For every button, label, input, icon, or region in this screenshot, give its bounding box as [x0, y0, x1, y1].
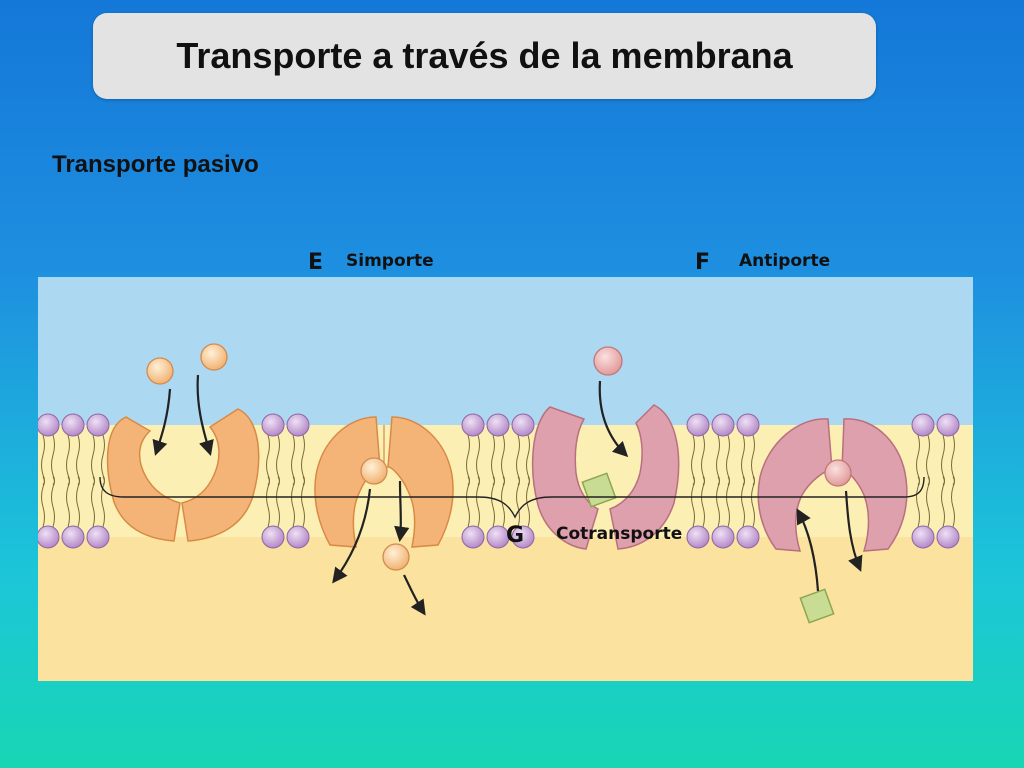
section-subtitle: Transporte pasivo: [52, 151, 259, 178]
title-box: Transporte a través de la membrana: [93, 13, 876, 99]
phospholipid-head: [686, 525, 710, 549]
phospholipid-head: [736, 413, 760, 437]
phospholipid-head: [38, 525, 60, 549]
transport-arrow: [796, 508, 820, 592]
lipid-tail: [76, 476, 80, 528]
label-letter-e: E: [308, 250, 324, 275]
transport-arrow: [394, 480, 410, 543]
phospholipid-head: [911, 525, 935, 549]
label-antiporte: Antiporte: [739, 251, 831, 271]
phospholipid-head: [461, 525, 485, 549]
phospholipid-head: [936, 525, 960, 549]
exterior-region: [38, 277, 973, 425]
phospholipid-head: [286, 413, 310, 437]
transport-arrow: [152, 388, 172, 456]
lipid-tail: [951, 476, 955, 528]
solute-sphere: [360, 457, 388, 485]
phospholipid-head: [511, 525, 535, 549]
phospholipid-head: [461, 413, 485, 437]
solute-sphere: [382, 543, 410, 571]
lipid-tail: [941, 476, 945, 528]
phospholipid-head: [38, 413, 60, 437]
lipid-tail: [916, 476, 920, 528]
lipid-tail: [66, 476, 70, 528]
lipid-tail: [516, 476, 520, 528]
phospholipid-head: [486, 525, 510, 549]
lipid-tail: [91, 476, 95, 528]
phospholipid-head: [86, 525, 110, 549]
solute-sphere: [593, 346, 623, 376]
label-letter-f: F: [695, 250, 711, 275]
phospholipid-head: [711, 413, 735, 437]
label-simporte: Simporte: [346, 251, 434, 271]
lipid-tail: [926, 476, 930, 528]
solute-sphere: [146, 357, 174, 385]
phospholipid-head: [86, 413, 110, 437]
label-cotransporte: Cotransporte: [556, 524, 683, 544]
phospholipid-head: [286, 525, 310, 549]
lipid-heads-bottom: [38, 525, 960, 549]
lipid-tail: [501, 476, 505, 528]
phospholipid-head: [936, 413, 960, 437]
lipid-tail: [491, 476, 495, 528]
lipid-tail: [526, 476, 530, 528]
solute-sphere: [824, 459, 852, 487]
transport-arrow: [844, 490, 863, 572]
cotransporte-bracket: [99, 476, 925, 519]
phospholipid-head: [61, 525, 85, 549]
solute-square: [799, 588, 835, 624]
phospholipid-head: [261, 525, 285, 549]
lipid-tail: [51, 476, 55, 528]
transport-arrow: [332, 488, 372, 584]
phospholipid-head: [911, 413, 935, 437]
phospholipid-head: [736, 525, 760, 549]
phospholipid-head: [261, 413, 285, 437]
phospholipid-head: [511, 413, 535, 437]
solute-square: [581, 472, 617, 508]
antiporte-protein-open-inside: [757, 418, 908, 552]
lipid-tail: [41, 476, 45, 528]
phospholipid-head: [61, 413, 85, 437]
phospholipid-head: [711, 525, 735, 549]
antiporte-protein-open-outside: [531, 404, 680, 550]
transport-arrow: [403, 574, 426, 616]
lipid-heads-top: [38, 413, 960, 437]
transport-arrow: [598, 380, 629, 458]
phospholipid-head: [686, 413, 710, 437]
simporte-protein-open-outside: [106, 408, 260, 542]
lipid-tails: [41, 434, 955, 528]
membrane-diagram: [38, 277, 973, 681]
page-title: Transporte a través de la membrana: [176, 35, 793, 76]
label-letter-g: G: [506, 523, 525, 548]
lipid-tail: [101, 476, 105, 528]
solute-sphere: [200, 343, 228, 371]
transport-arrow: [196, 374, 214, 456]
phospholipid-head: [486, 413, 510, 437]
